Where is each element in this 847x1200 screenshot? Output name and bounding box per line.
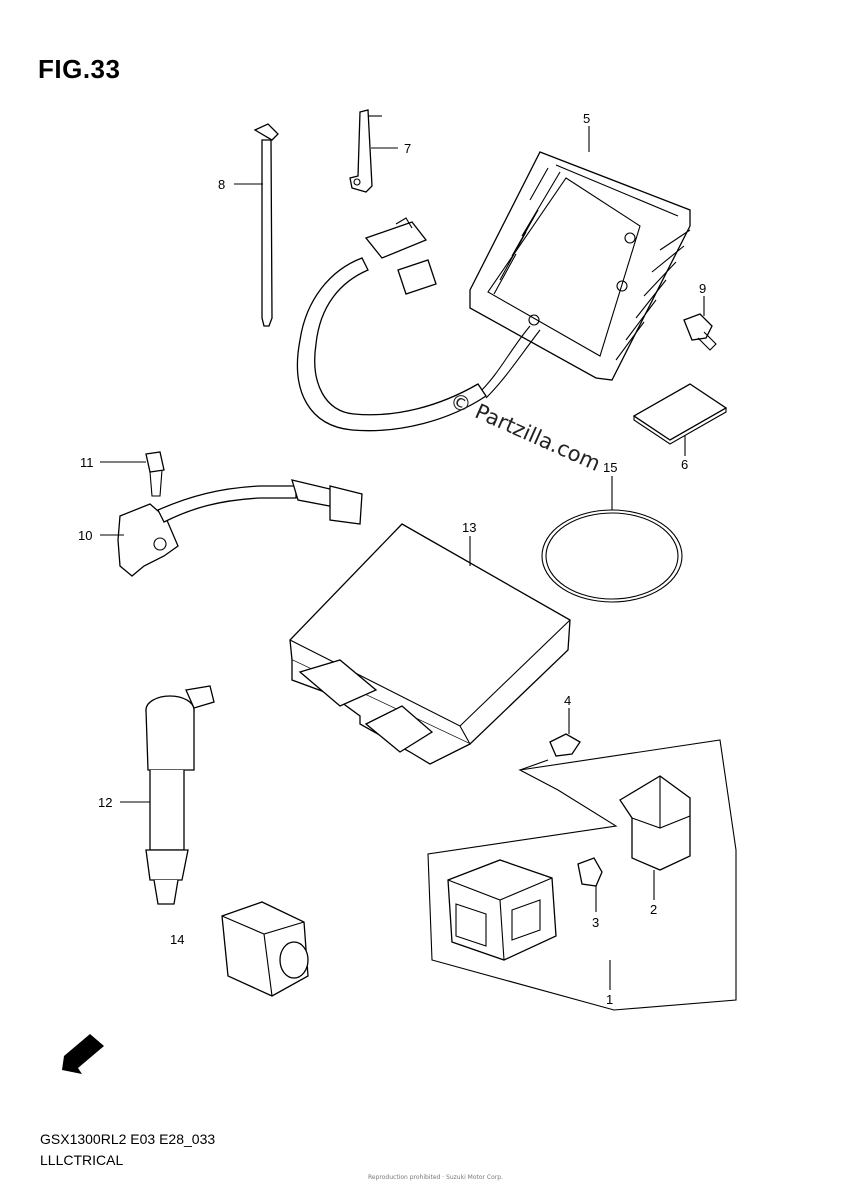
callout-13[interactable]: 13 — [462, 520, 476, 535]
callout-2[interactable]: 2 — [650, 902, 657, 917]
section-name: LLLCTRICAL — [40, 1152, 124, 1168]
callout-15[interactable]: 15 — [603, 460, 617, 475]
part-5-regulator-rectifier[interactable] — [296, 151, 691, 432]
callout-6[interactable]: 6 — [681, 457, 688, 472]
part-4-bolt[interactable] — [549, 733, 581, 757]
part-9-bolt[interactable] — [683, 313, 717, 351]
part-3-terminal[interactable] — [577, 857, 603, 887]
part-13-ecm[interactable] — [289, 523, 571, 765]
part-15-ring[interactable] — [541, 509, 683, 603]
part-6-pad[interactable] — [632, 383, 728, 445]
callout-3[interactable]: 3 — [592, 915, 599, 930]
figure-title: FIG.33 — [38, 54, 121, 84]
forward-direction-arrow-icon — [62, 1034, 104, 1074]
model-code: GSX1300RL2 E03 E28_033 — [40, 1131, 216, 1147]
callout-1[interactable]: 1 — [606, 992, 613, 1007]
callout-14[interactable]: 14 — [170, 932, 184, 947]
part-2-cover[interactable] — [619, 775, 691, 871]
part-10-sensor[interactable] — [117, 479, 363, 577]
copyright-notice: Reproduction prohibited · Suzuki Motor C… — [368, 1174, 503, 1181]
callout-9[interactable]: 9 — [699, 281, 706, 296]
callout-4[interactable]: 4 — [564, 693, 571, 708]
part-7-clamp[interactable] — [349, 109, 382, 193]
callout-12[interactable]: 12 — [98, 795, 112, 810]
part-14-connector[interactable] — [221, 901, 309, 997]
part-8-cable-tie[interactable] — [253, 123, 279, 327]
callout-10[interactable]: 10 — [78, 528, 92, 543]
callout-11[interactable]: 11 — [80, 455, 94, 470]
callout-8[interactable]: 8 — [218, 177, 225, 192]
callout-7[interactable]: 7 — [404, 141, 411, 156]
assembly-outline — [427, 739, 737, 1011]
part-12-ignition-coil[interactable] — [145, 685, 215, 905]
callout-5[interactable]: 5 — [583, 111, 590, 126]
part-11-bolt[interactable] — [145, 451, 165, 497]
part-1-relay[interactable] — [447, 859, 557, 961]
